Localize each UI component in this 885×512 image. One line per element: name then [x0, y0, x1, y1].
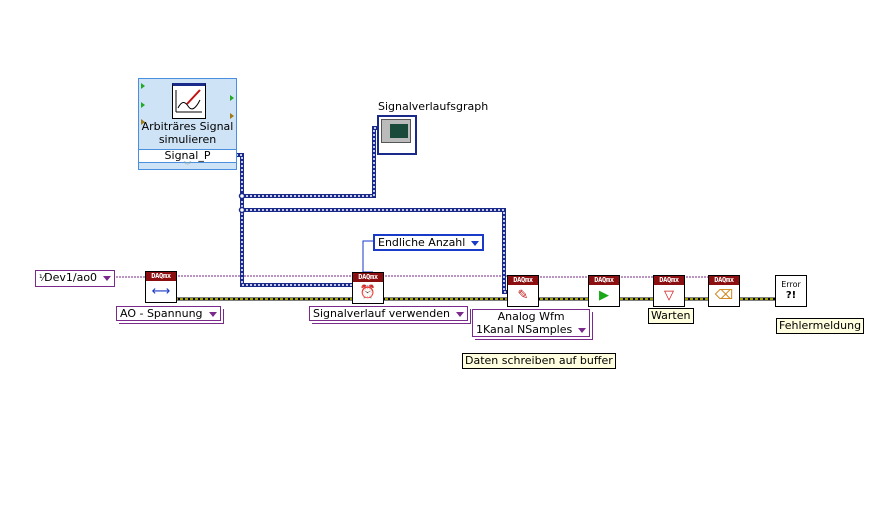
node-header: DAQmx [589, 276, 619, 285]
output-terminal-icon[interactable] [230, 113, 234, 119]
daqmx-wait-node[interactable]: DAQmx ▽ [653, 275, 685, 307]
node-header: DAQmx [654, 276, 684, 285]
write-comment-label: Daten schreiben auf buffer [462, 353, 616, 369]
dropdown-arrow-icon[interactable] [208, 311, 217, 317]
error-glyph: ?! [785, 290, 797, 301]
express-vi-title: Arbiträres Signal simulieren [141, 120, 234, 146]
waveform-wire[interactable] [236, 126, 508, 294]
selector-label-line2: 1Kanal NSamples [476, 323, 573, 336]
create-channel-icon: ⟷ [151, 284, 171, 299]
io-channel-icon: ⅟ [39, 274, 45, 284]
waveform-graph-icon [381, 119, 411, 143]
signal-pen-icon [172, 83, 206, 119]
dropdown-arrow-icon[interactable] [103, 275, 112, 281]
output-terminal-icon[interactable] [230, 95, 234, 101]
selector-label: Signalverlauf verwenden [313, 307, 450, 320]
selector-label: AO - Spannung [120, 307, 203, 320]
simulate-arbitrary-signal-express-vi[interactable]: Arbiträres Signal simulieren Signal_P ︾ [138, 78, 237, 170]
sample-mode-constant[interactable]: Endliche Anzahl [373, 234, 485, 251]
error-text: Error [781, 280, 801, 289]
start-task-icon: ▶ [599, 288, 609, 303]
channel-value: Dev1/ao0 [44, 271, 98, 284]
error-label: Fehlermeldung [776, 318, 865, 334]
input-terminal-icon[interactable] [141, 102, 145, 108]
constant-value: Endliche Anzahl [378, 236, 466, 249]
create-channel-selector[interactable]: AO - Spannung [116, 306, 221, 321]
daqmx-start-node[interactable]: DAQmx ▶ [588, 275, 620, 307]
dropdown-arrow-icon[interactable] [578, 327, 587, 333]
daqmx-clear-node[interactable]: DAQmx ⌫ [708, 275, 740, 307]
input-terminal-icon[interactable] [141, 83, 145, 89]
timing-clock-icon: ⏰ [359, 285, 377, 300]
node-header: DAQmx [146, 272, 176, 281]
graph-label: Signalverlaufsgraph [378, 100, 489, 113]
wait-label: Warten [648, 308, 694, 324]
dropdown-arrow-icon[interactable] [471, 240, 480, 246]
node-header: DAQmx [709, 276, 739, 285]
error-handler-node[interactable]: Error ?! [775, 275, 807, 307]
node-header: DAQmx [508, 276, 538, 285]
dropdown-arrow-icon[interactable] [455, 311, 464, 317]
clear-task-icon: ⌫ [714, 288, 734, 303]
input-terminal-icon[interactable] [141, 119, 145, 125]
timing-selector[interactable]: Signalverlauf verwenden [309, 306, 468, 321]
error-handler-icon: Error ?! [776, 279, 806, 301]
write-icon: ✎ [517, 288, 529, 303]
sample-mode-wire[interactable] [362, 240, 373, 273]
signal-output-terminal[interactable]: Signal_P [139, 149, 236, 163]
daqmx-timing-node[interactable]: DAQmx ⏰ [352, 272, 384, 304]
physical-channel-constant[interactable]: ⅟Dev1/ao0 [35, 270, 116, 287]
task-wire[interactable] [113, 275, 708, 278]
expand-chevron-icon[interactable]: ︾ [183, 161, 192, 170]
selector-label-line1: Analog Wfm [497, 310, 565, 323]
node-header: DAQmx [353, 273, 383, 282]
write-selector[interactable]: Analog Wfm 1Kanal NSamples [472, 309, 591, 337]
waveform-graph-terminal[interactable] [377, 115, 417, 155]
wait-until-done-icon: ▽ [664, 288, 674, 303]
daqmx-write-node[interactable]: DAQmx ✎ [507, 275, 539, 307]
daqmx-create-channel-node[interactable]: DAQmx ⟷ [145, 271, 177, 303]
